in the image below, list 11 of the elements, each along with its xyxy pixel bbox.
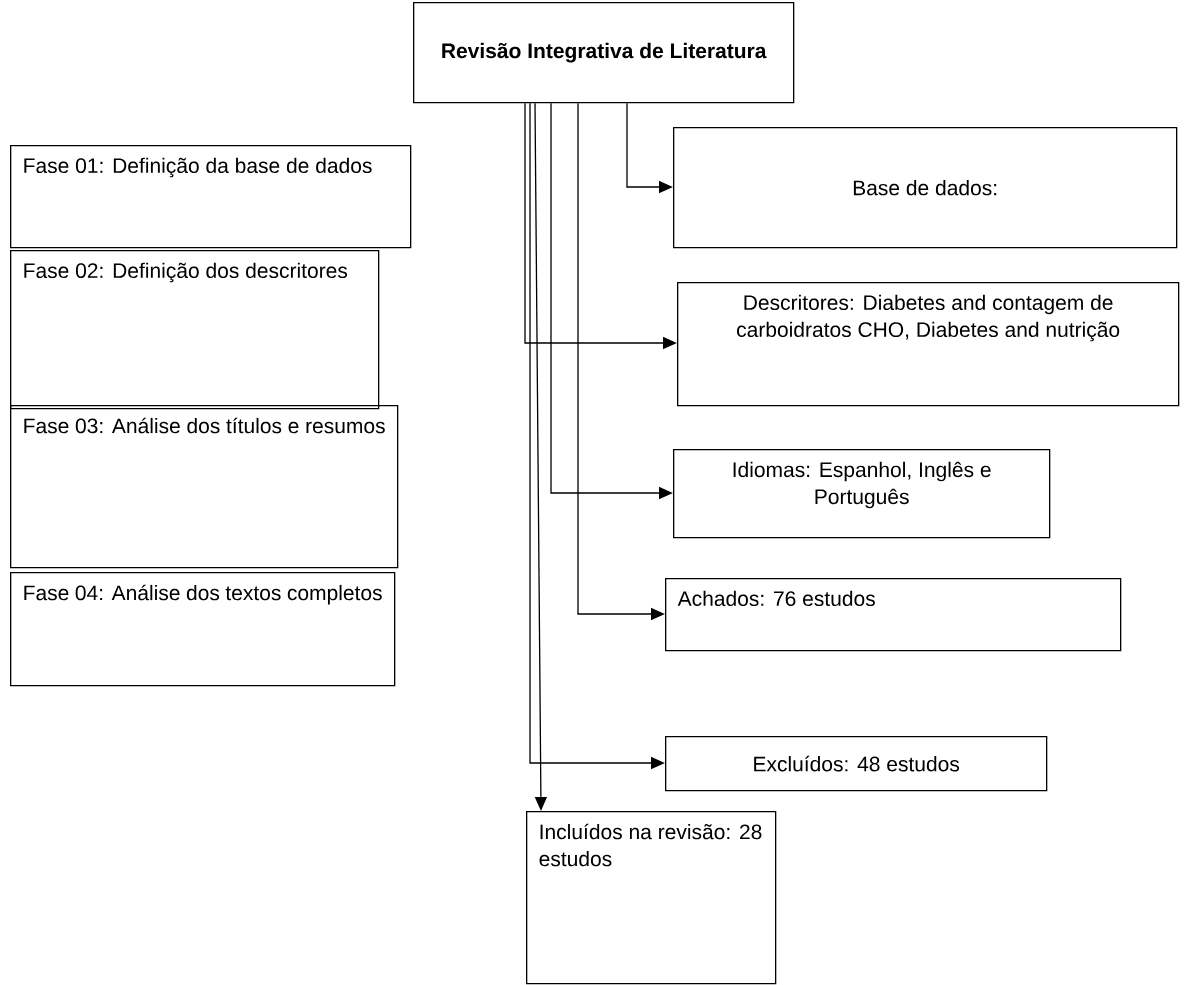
result-box: Idiomas: Espanhol, Inglês e Português bbox=[673, 449, 1051, 539]
result-box: Descritores: Diabetes and contagem de carboidratos CHO, Diabetes and nutrição bbox=[677, 282, 1180, 407]
result-box: Excluídos: 48 estudos bbox=[665, 736, 1048, 792]
phase-box: Fase 01: Definição da base de dados bbox=[10, 145, 412, 249]
title-box: Revisão Integrativa de Literatura bbox=[413, 2, 795, 104]
phase-box: Fase 03: Análise dos títulos e resumos bbox=[10, 405, 399, 569]
phase-box: Fase 04: Análise dos textos completos bbox=[10, 572, 396, 687]
result-box: Achados: 76 estudos bbox=[665, 578, 1122, 652]
phase-box: Fase 02: Definição dos descritores bbox=[10, 250, 380, 410]
result-box: Base de dados: bbox=[673, 127, 1178, 249]
result-box: Incluídos na revisão: 28 estudos bbox=[526, 811, 777, 985]
